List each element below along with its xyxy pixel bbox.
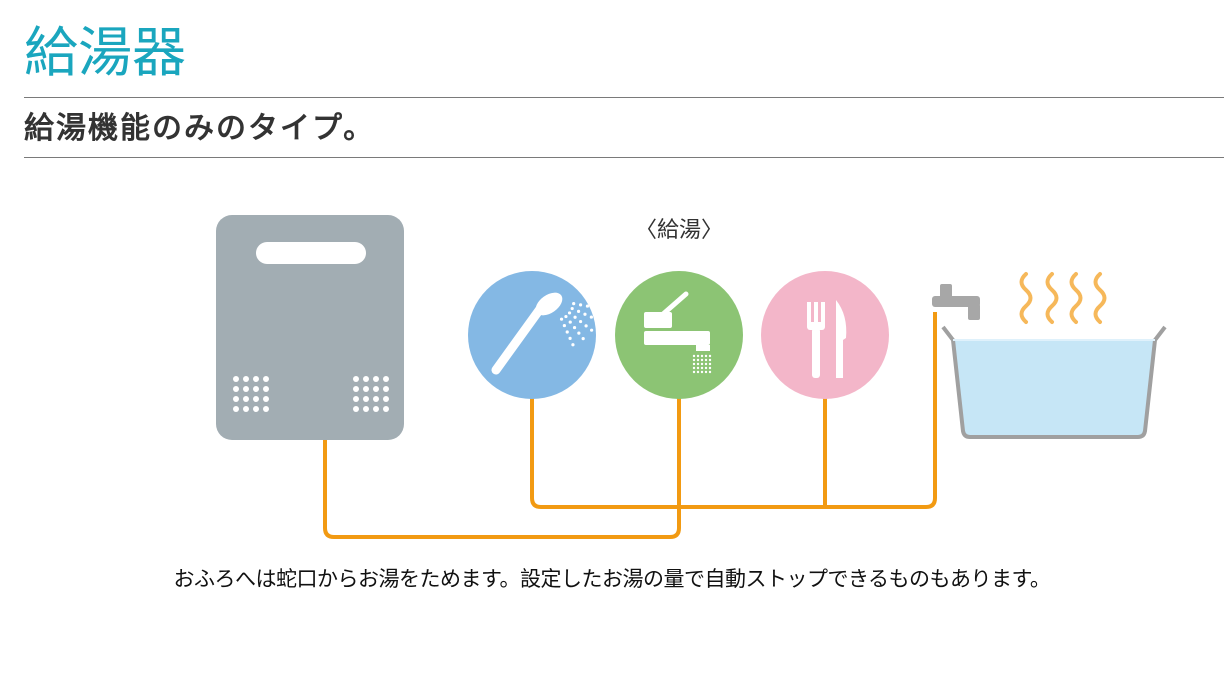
pipes	[323, 312, 937, 539]
divider-top	[24, 97, 1224, 98]
shower-spray	[559, 302, 603, 347]
faucet-water	[692, 354, 712, 374]
shower-icon	[468, 271, 603, 399]
bathtub-icon	[941, 325, 1167, 439]
cutlery-icon	[761, 271, 889, 399]
vent-right	[353, 376, 389, 412]
faucet-icon	[615, 271, 743, 399]
divider-bottom	[24, 157, 1224, 158]
caption: おふろへは蛇口からお湯をためます。設定したお湯の量で自動ストップできるものもあり…	[173, 567, 1051, 591]
steam-icon	[1019, 272, 1107, 324]
group-label: 〈給湯〉	[635, 218, 723, 243]
water-heater-icon	[216, 215, 404, 440]
bath-faucet-icon	[932, 284, 980, 320]
vent-left	[233, 376, 269, 412]
pipe-heater-to-faucet	[323, 396, 681, 539]
pipe-shower-to-bath	[530, 312, 937, 509]
page-subtitle: 給湯機能のみのタイプ。	[24, 111, 376, 146]
page-title: 給湯器	[24, 21, 186, 84]
